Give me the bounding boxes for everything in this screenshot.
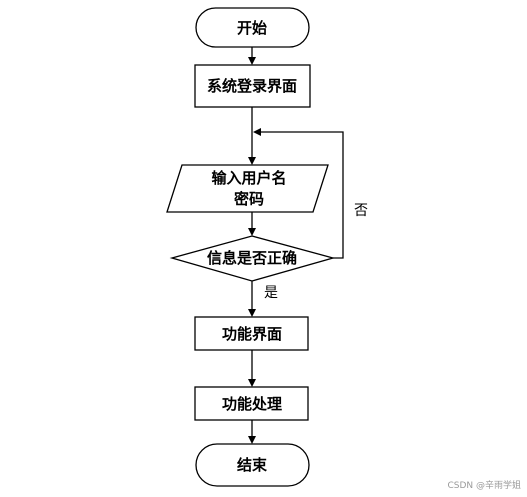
- check-node: 信息是否正确: [169, 235, 336, 282]
- arrowhead-login: [248, 57, 256, 65]
- input-label-line1: 输入用户名: [211, 169, 286, 187]
- arrowhead-end: [248, 436, 256, 444]
- function-ui-label: 功能界面: [222, 325, 282, 343]
- login-node: 系统登录界面: [194, 64, 311, 108]
- arrowhead-no-loop: [253, 128, 261, 136]
- end-label: 结束: [237, 456, 268, 474]
- login-label: 系统登录界面: [207, 77, 297, 95]
- arrowhead-function-ui: [248, 309, 256, 317]
- arrowhead-function-proc: [248, 379, 256, 387]
- yes-label: 是: [264, 285, 278, 301]
- function-proc-label: 功能处理: [222, 395, 282, 413]
- input-label-line2: 密码: [234, 190, 264, 208]
- watermark-text: CSDN @辛雨学姐: [447, 479, 521, 491]
- arrowhead-input: [248, 157, 256, 165]
- no-label: 否: [354, 203, 368, 219]
- end-node: 结束: [195, 443, 310, 487]
- function-proc-node: 功能处理: [194, 386, 309, 421]
- start-label: 开始: [237, 19, 267, 37]
- check-label: 信息是否正确: [207, 249, 297, 267]
- input-node: 输入用户名 密码: [166, 164, 329, 213]
- function-ui-node: 功能界面: [194, 316, 309, 351]
- start-node: 开始: [195, 7, 310, 48]
- arrow-no-loop: [261, 131, 344, 259]
- arrowhead-check: [248, 228, 256, 236]
